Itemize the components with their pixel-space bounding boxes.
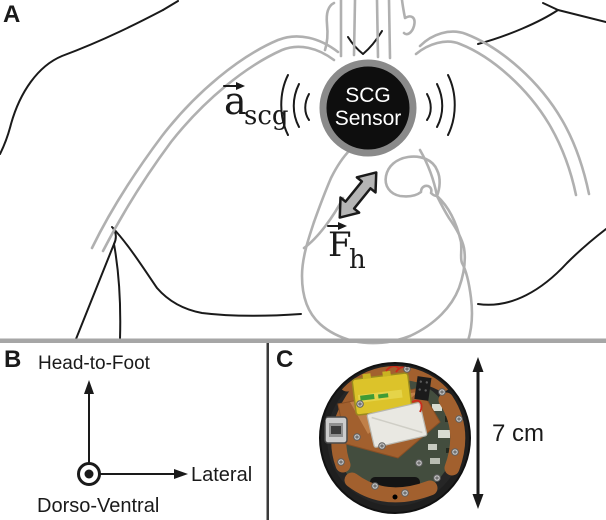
pin-header <box>414 376 432 401</box>
vector-arrowhead-icon <box>338 222 347 230</box>
torso-outline <box>0 0 606 340</box>
battery-yellow <box>351 370 413 416</box>
vibration-arcs-left-icon <box>280 74 310 136</box>
force-label-base: F <box>328 225 352 265</box>
panel-a-letter: A <box>3 1 20 28</box>
heart-outline <box>300 155 467 345</box>
scale-label: 7 cm <box>492 420 544 447</box>
axis-head-to-foot: Head-to-Foot <box>38 353 151 463</box>
vibration-arcs-right-icon <box>426 74 456 136</box>
panel-b: B Head-to-Foot Lateral Dorso-Ventral <box>4 346 252 517</box>
sensor-label-line1: SCG <box>345 84 391 107</box>
out-of-page-dot <box>84 469 94 479</box>
accel-label-subscript: scg <box>244 101 289 131</box>
axis-out-label: Dorso-Ventral <box>37 495 159 517</box>
lungs-outline <box>90 30 591 343</box>
device-photo <box>319 362 471 514</box>
sensor-label-line2: Sensor <box>335 107 402 130</box>
accel-vector-label: a scg <box>223 79 289 131</box>
vector-arrowhead-icon <box>236 82 245 90</box>
trachea-vessels <box>323 0 416 60</box>
panel-c-letter: C <box>276 346 293 373</box>
force-vector-label: F h <box>327 222 366 275</box>
sensor-disc <box>319 59 417 157</box>
panel-divider-horizontal <box>0 338 606 343</box>
scg-sensor: SCG Sensor <box>319 59 417 157</box>
axis-up-label: Head-to-Foot <box>38 353 151 374</box>
right-arrowhead-icon <box>174 469 188 479</box>
usb-connector <box>324 416 348 444</box>
up-arrowhead-icon <box>84 380 94 394</box>
axis-lateral: Lateral <box>100 464 252 486</box>
force-label-subscript: h <box>349 245 366 275</box>
measure-arrow-icon <box>472 357 484 509</box>
axis-right-label: Lateral <box>191 464 252 486</box>
heart-force-arrow-icon <box>338 171 378 219</box>
panel-divider-vertical <box>266 343 269 520</box>
battery-silver <box>366 402 428 448</box>
panel-a: SCG Sensor a scg F h A <box>0 0 606 345</box>
panel-b-letter: B <box>4 346 21 373</box>
panel-c: C <box>276 346 544 514</box>
axis-dorso-ventral: Dorso-Ventral <box>37 462 159 517</box>
accel-label-base: a <box>224 79 247 123</box>
